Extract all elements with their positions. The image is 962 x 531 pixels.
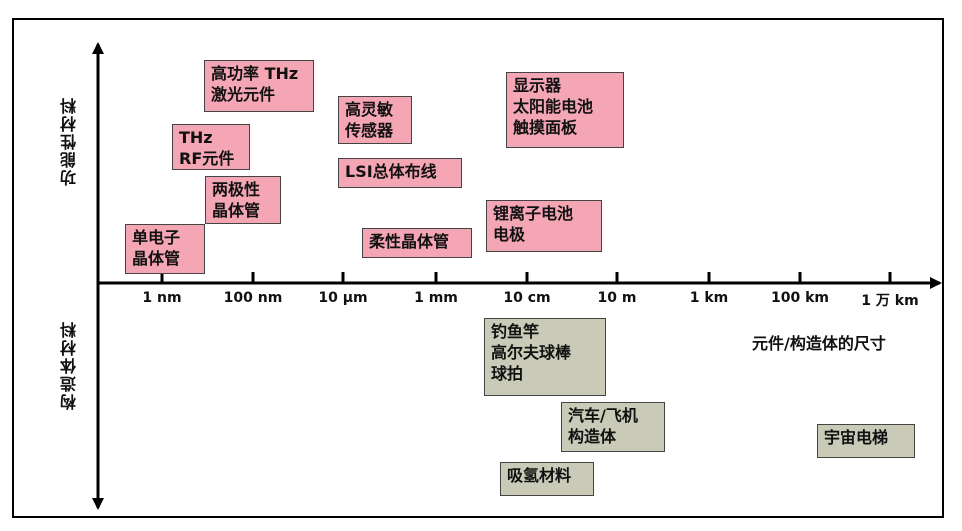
tick-label-1km: 1 km — [689, 290, 729, 306]
box-single-electron-transistor: 单电子 晶体管 — [125, 224, 205, 274]
box-lsi-wiring: LSI总体布线 — [338, 158, 462, 188]
x-axis-ticks — [160, 272, 892, 283]
box-flexible-transistor: 柔性晶体管 — [362, 228, 472, 258]
tick-label-1nm: 1 nm — [142, 290, 182, 306]
tick-label-10cm: 10 cm — [503, 290, 551, 306]
box-bipolar-transistor: 两极性 晶体管 — [205, 176, 281, 224]
box-thz-rf-element: THz RF元件 — [172, 124, 250, 170]
y-axis-bottom-label: 构造体材料 — [60, 320, 79, 410]
tick-label-100km: 100 km — [771, 290, 829, 306]
x-axis-title: 元件/构造体的尺寸 — [752, 334, 886, 353]
box-high-sensitivity-sensor: 高灵敏 传感器 — [338, 96, 412, 144]
tick-label-10m: 10 m — [597, 290, 637, 306]
tick-label-100nm: 100 nm — [223, 290, 283, 306]
tick-label-10um: 10 µm — [318, 290, 368, 306]
tick-label-10000km: 1 万 km — [861, 293, 919, 309]
box-li-ion-electrode: 锂离子电池 电极 — [486, 200, 602, 252]
box-display-solar-touch: 显示器 太阳能电池 触摸面板 — [506, 72, 624, 148]
box-space-elevator: 宇宙电梯 — [817, 424, 915, 458]
box-hydrogen-storage: 吸氢材料 — [500, 462, 594, 496]
box-fishing-golf-racket: 钓鱼竿 高尔夫球棒 球拍 — [484, 318, 606, 396]
y-axis-top-label: 功能性材料 — [60, 96, 79, 186]
box-high-power-thz-laser: 高功率 THz 激光元件 — [204, 60, 314, 112]
tick-label-1mm: 1 mm — [414, 290, 458, 306]
box-car-aircraft-structure: 汽车/飞机 构造体 — [561, 402, 665, 452]
